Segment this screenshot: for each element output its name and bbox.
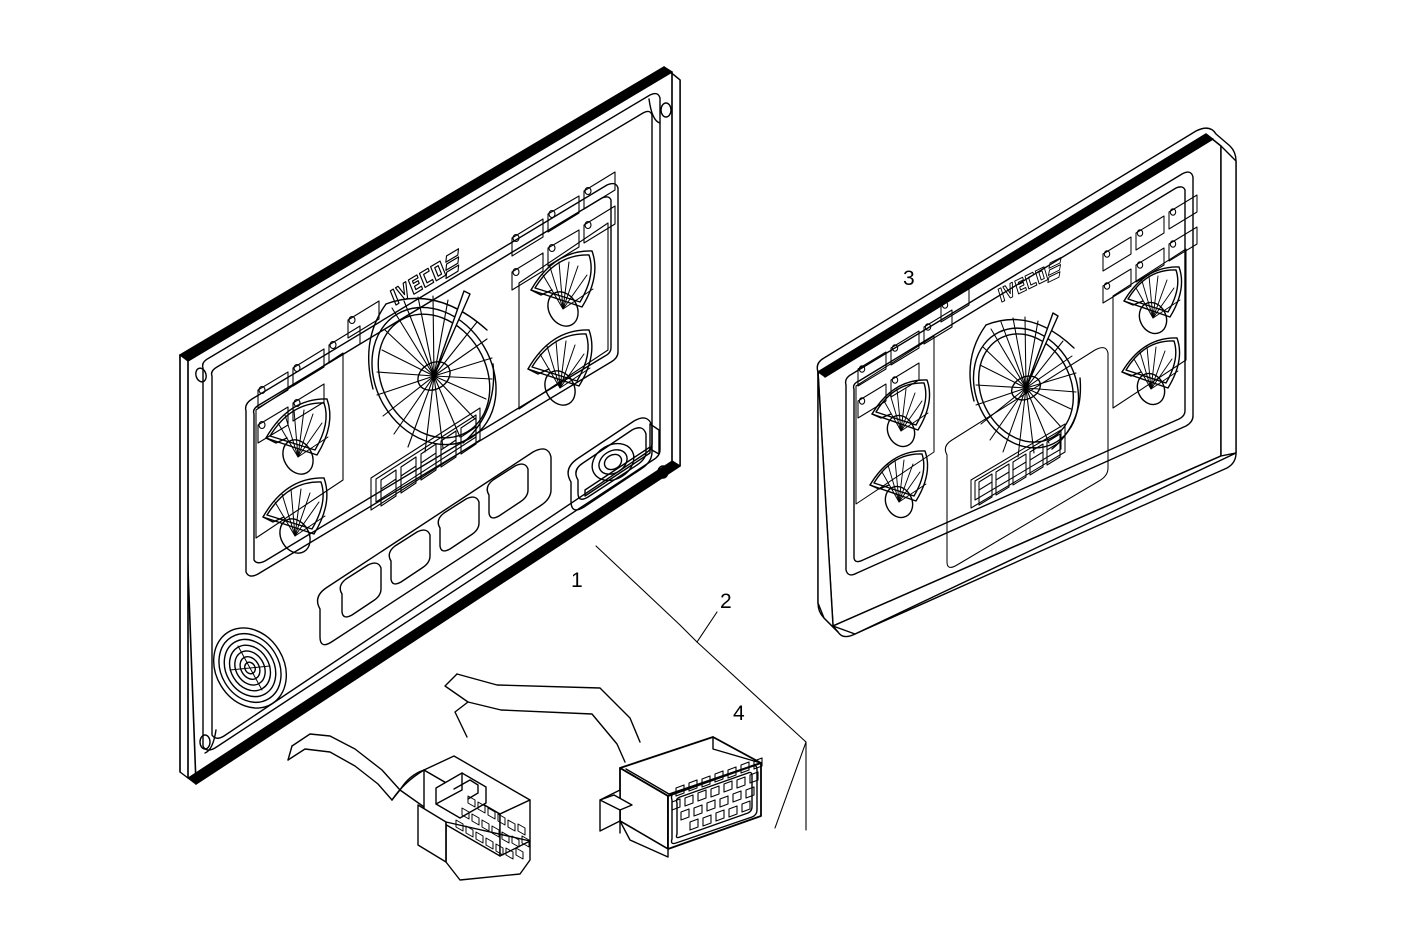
telltale-lamp-group-right-r bbox=[1102, 194, 1198, 304]
fan-gauge-upper-left bbox=[265, 398, 331, 475]
rotary-knob-mid bbox=[598, 449, 628, 475]
knob-recess-inner bbox=[575, 427, 647, 500]
part-instrument-cluster-unit[interactable] bbox=[816, 127, 1237, 638]
telltale-lamp-group-left-r bbox=[857, 287, 970, 419]
mounting-hole-bottom-right bbox=[657, 465, 669, 479]
connector4-keyway-tab-top bbox=[599, 794, 633, 811]
fan-gauge-group bbox=[262, 250, 596, 554]
cluster-cell-left-r bbox=[855, 335, 935, 505]
leader-lines bbox=[595, 545, 807, 831]
mounting-hole-top-right bbox=[660, 102, 672, 118]
cable-upper-edge bbox=[291, 733, 401, 791]
rotary-knob-inner bbox=[603, 453, 623, 471]
connector4-bottom-lip bbox=[619, 820, 669, 858]
lcd-digit bbox=[380, 469, 397, 507]
fan-gauge-lower-right bbox=[527, 329, 593, 406]
lcd-digit-r bbox=[1046, 433, 1061, 466]
lcd-odometer-display-r bbox=[944, 347, 1109, 568]
cluster-cell-right-r bbox=[1112, 248, 1187, 409]
cable-boot-edge2 bbox=[391, 789, 401, 801]
loudspeaker-grille bbox=[213, 627, 287, 709]
rotary-knob-outer bbox=[591, 442, 635, 482]
part-multipin-connector[interactable] bbox=[599, 736, 763, 858]
callout-number-2: 2 bbox=[720, 590, 732, 613]
cluster-bottom-edge bbox=[832, 452, 1237, 635]
fan-gauge-lower-left bbox=[262, 477, 328, 554]
knob-recess-outline bbox=[567, 417, 653, 511]
speedometer-gauge bbox=[368, 290, 497, 453]
cable-tip-fold bbox=[287, 745, 293, 761]
cluster-bezel-inner bbox=[252, 196, 612, 564]
part-wiring-harness[interactable] bbox=[287, 733, 531, 881]
lcd-odometer-display bbox=[370, 407, 481, 511]
harness-connector-face-outline bbox=[445, 821, 531, 881]
lcd-digit bbox=[440, 430, 457, 468]
telltale-lamp-group-left bbox=[257, 300, 380, 444]
gauge-needle-r bbox=[1025, 312, 1059, 389]
connector-latch-edge bbox=[435, 772, 463, 805]
lcd-digit bbox=[460, 417, 477, 455]
cluster-top-bevel-line bbox=[824, 138, 1214, 378]
cluster-right-edge bbox=[1220, 145, 1237, 457]
rotary-knob-module[interactable] bbox=[567, 417, 660, 511]
connector-latch-slot bbox=[453, 779, 479, 800]
cluster-bezel-inner-r bbox=[852, 186, 1186, 563]
rocker-slot-2 bbox=[388, 529, 431, 585]
callout-number-1: 1 bbox=[571, 569, 583, 592]
connector4-top-ridge bbox=[625, 762, 761, 795]
panel-top-bevel-line bbox=[187, 71, 673, 362]
cluster-cell-left bbox=[255, 352, 344, 539]
cluster-bezel-outline-r bbox=[844, 171, 1194, 576]
callout-number-4: 4 bbox=[733, 702, 745, 725]
gauge-needle bbox=[433, 290, 471, 377]
gauge-hub-r bbox=[1010, 375, 1042, 401]
fan-gauge-lower-left-r bbox=[869, 450, 929, 519]
rocker-slot-1 bbox=[339, 562, 382, 618]
speedometer-gauge-r bbox=[969, 312, 1082, 458]
lcd-digit-r bbox=[1012, 453, 1027, 486]
lcd-digit-r bbox=[995, 463, 1010, 496]
fan-gauge-group-r bbox=[869, 266, 1183, 519]
fan-gauge-upper-right bbox=[530, 250, 596, 327]
corner-notch-top-right bbox=[648, 98, 661, 124]
fan-gauge-upper-left-r bbox=[871, 379, 931, 448]
callout-number-3: 3 bbox=[903, 267, 915, 290]
rocker-slot-4 bbox=[486, 463, 529, 519]
knob-cassette-slot bbox=[584, 446, 651, 497]
leader-line-2 bbox=[696, 611, 718, 643]
cable-lower-edge bbox=[287, 748, 393, 801]
part-instrument-panel-assembly[interactable] bbox=[179, 66, 681, 785]
lcd-digit-r bbox=[978, 473, 993, 506]
cluster-cell-right bbox=[518, 222, 609, 410]
iveco-wordmark-right bbox=[997, 256, 1062, 303]
connector4-front-inner2 bbox=[675, 771, 753, 839]
rocker-slot-3 bbox=[437, 496, 480, 552]
cluster-bezel-outline bbox=[244, 182, 619, 577]
leader-line-4 bbox=[774, 741, 807, 829]
connector4-pin-grid bbox=[671, 757, 763, 831]
fan-gauge-upper-right-r bbox=[1123, 266, 1183, 335]
rocker-switch-slot-group[interactable] bbox=[316, 448, 552, 646]
telltale-lamp-group-right bbox=[511, 171, 616, 291]
lcd-digit bbox=[400, 456, 417, 494]
mounting-hole-bottom-left bbox=[199, 734, 211, 750]
lcd-digit bbox=[420, 443, 437, 481]
leader-line-1 bbox=[595, 545, 698, 643]
lcd-surround-r bbox=[944, 347, 1109, 568]
corner-notch-bottom-left bbox=[204, 729, 217, 754]
cluster-left-edge bbox=[817, 371, 839, 633]
mounting-hole-top-left bbox=[195, 367, 207, 383]
lcd-digit-r bbox=[1029, 443, 1044, 476]
assembly-arrow bbox=[444, 673, 641, 763]
knob-side-tab bbox=[649, 423, 660, 455]
rocker-trough bbox=[316, 448, 552, 646]
connector4-rear-chamfer bbox=[712, 736, 762, 764]
iveco-wordmark-left bbox=[389, 248, 460, 306]
